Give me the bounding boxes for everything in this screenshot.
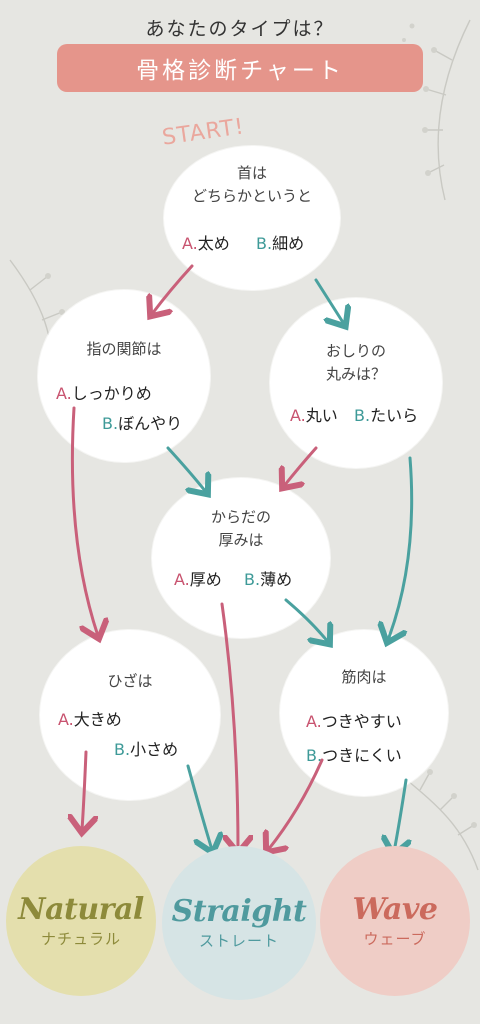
result-natural-jp: ナチュラル <box>40 930 121 948</box>
result-straight: Straight ストレート <box>162 846 316 1000</box>
arrow-hip-a <box>284 446 318 486</box>
arrow-neck-a <box>152 264 194 314</box>
node-hip: おしりの 丸みは？ A.丸い B.たいら <box>270 298 442 468</box>
node-muscle-option-b: B.つきにくい <box>306 746 402 765</box>
arrow-muscle-b <box>394 778 406 852</box>
chart-title: 骨格診断チャート <box>136 58 344 84</box>
result-straight-en: Straight <box>171 894 307 929</box>
arrow-knee-a <box>82 750 86 830</box>
node-finger: 指の関節は A.しっかりめ B.ぼんやり <box>38 290 210 462</box>
node-hip-option-a: A.丸い <box>290 406 338 425</box>
result-straight-jp: ストレート <box>198 932 279 950</box>
arrow-finger-b <box>166 446 206 492</box>
node-finger-option-a: A.しっかりめ <box>56 384 152 403</box>
node-neck-question-line1: 首は <box>236 164 267 182</box>
result-natural-en: Natural <box>18 892 144 927</box>
node-finger-question: 指の関節は <box>86 340 162 358</box>
result-natural: Natural ナチュラル <box>6 846 156 996</box>
node-knee-option-a: A.大きめ <box>58 710 122 729</box>
node-hip-question-line1: おしりの <box>325 342 386 360</box>
arrow-finger-a <box>70 406 98 636</box>
node-finger-option-b: B.ぼんやり <box>102 414 183 433</box>
arrow-muscle-a <box>268 758 324 850</box>
node-knee-option-b: B.小さめ <box>114 740 179 759</box>
node-hip-option-b: B.たいら <box>354 406 419 425</box>
arrow-hip-b <box>388 456 414 640</box>
arrow-body-a <box>220 602 238 850</box>
node-neck-option-a: A.太め <box>182 234 230 253</box>
node-body-question-line1: からだの <box>210 508 271 526</box>
chart-title-banner: 骨格診断チャート <box>57 44 423 92</box>
node-body-question-line2: 厚みは <box>218 530 264 549</box>
arrow-body-b <box>284 598 328 642</box>
node-muscle-option-a: A.つきやすい <box>306 712 402 731</box>
result-wave-jp: ウェーブ <box>363 930 427 948</box>
node-neck-option-b: B.細め <box>256 234 305 253</box>
node-neck-question-line2: どちらかというと <box>191 186 312 205</box>
node-hip-question-line2: 丸みは？ <box>325 364 386 383</box>
node-body-option-a: A.厚め <box>174 570 222 589</box>
arrow-neck-b <box>314 278 344 324</box>
node-body-option-b: B.薄め <box>244 570 293 589</box>
result-wave: Wave ウェーブ <box>320 846 470 996</box>
node-muscle: 筋肉は A.つきやすい B.つきにくい <box>280 630 448 796</box>
chart-subtitle: あなたのタイプは？ <box>145 18 335 40</box>
node-muscle-question: 筋肉は <box>341 668 387 686</box>
result-wave-en: Wave <box>352 892 438 927</box>
node-knee-question: ひざは <box>107 672 153 690</box>
arrow-knee-b <box>186 764 212 850</box>
